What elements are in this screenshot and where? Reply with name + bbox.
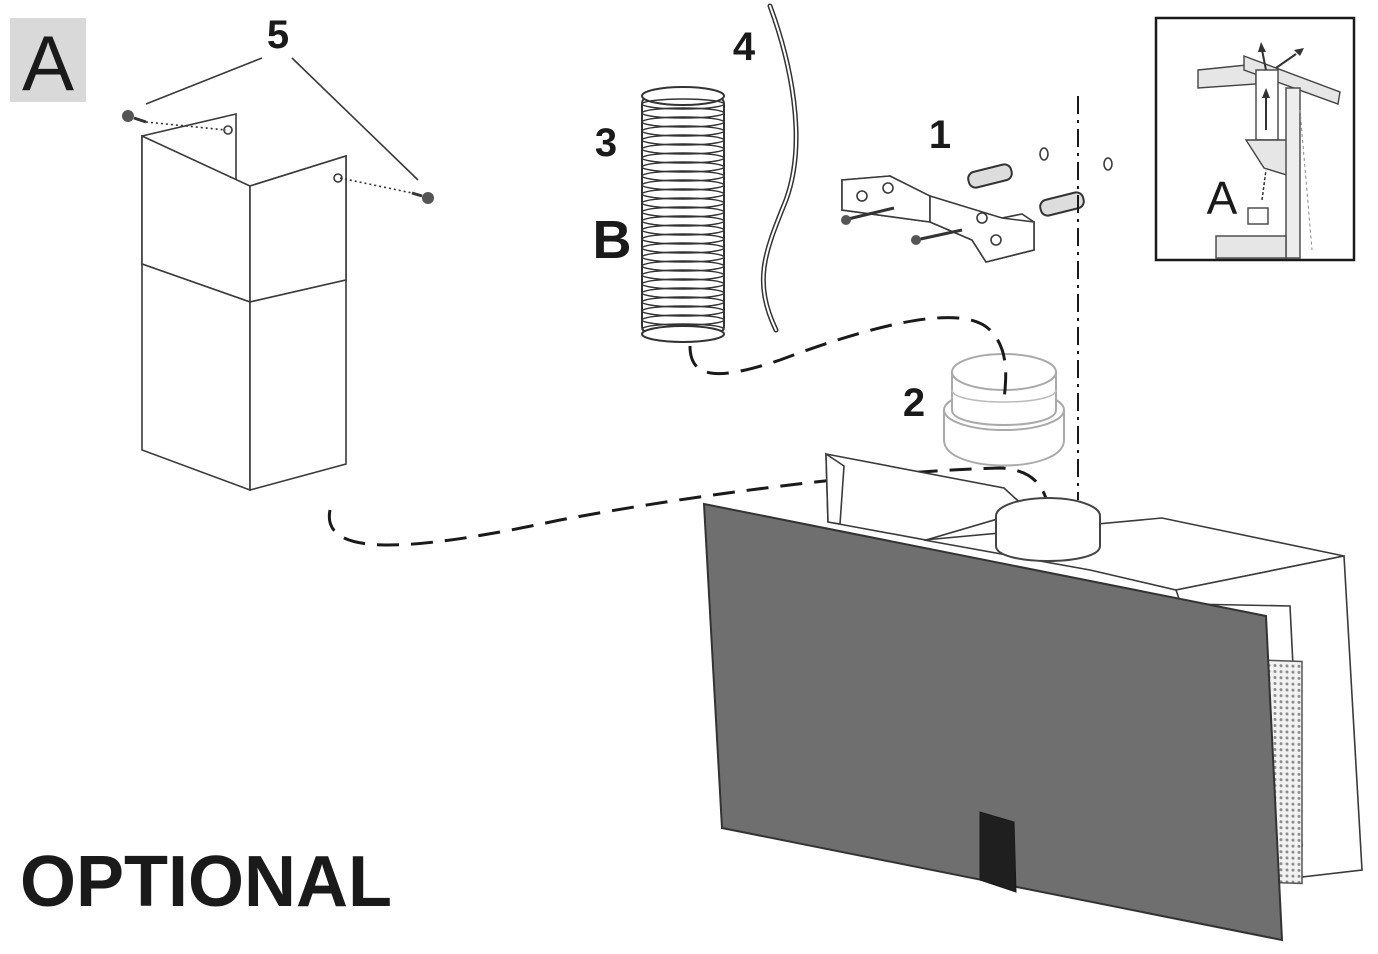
- hose-rib: [641, 233, 725, 245]
- hose-rib: [641, 287, 725, 299]
- inset-label: A: [1207, 172, 1238, 224]
- ducting-inset: A: [1154, 16, 1356, 262]
- flexible-hose: [641, 86, 725, 343]
- power-cable: [760, 3, 799, 333]
- cooker-hood: [702, 452, 1363, 942]
- hose-rib: [641, 188, 725, 200]
- screw-left-icon: [122, 110, 227, 131]
- hose-rib: [641, 125, 725, 137]
- section-badge: A: [10, 18, 86, 107]
- hose-rib: [641, 116, 725, 128]
- hose-rib: [641, 242, 725, 254]
- hose-rib: [641, 161, 725, 173]
- section-letter: A: [22, 19, 74, 107]
- part-label-4: 4: [733, 25, 756, 69]
- optional-caption: OPTIONAL: [20, 842, 392, 922]
- hose-rib: [641, 305, 725, 317]
- assembly-path-hose: [688, 316, 1008, 401]
- part-label-2: 2: [903, 381, 925, 425]
- wall-plug-icon: [967, 147, 1113, 217]
- hose-rib: [641, 197, 725, 209]
- hose-rib: [641, 206, 725, 218]
- hose-rib: [641, 152, 725, 164]
- part-label-5: 5: [267, 13, 289, 57]
- duct-adapter: [943, 353, 1065, 467]
- glass-front-panel: [702, 502, 1284, 942]
- hose-rib: [641, 278, 725, 290]
- hose-rib: [641, 251, 725, 263]
- control-cutout: [979, 811, 1017, 893]
- hose-rib: [641, 215, 725, 227]
- hose-rib: [641, 269, 725, 281]
- hose-letter-label: B: [593, 210, 632, 270]
- screw-right-icon: [339, 177, 434, 204]
- part-label-3: 3: [595, 121, 617, 165]
- leader-line-5a: [145, 57, 263, 105]
- leader-line-5b: [291, 57, 419, 181]
- hose-rib: [641, 170, 725, 182]
- chimney-cover: [141, 112, 347, 492]
- hose-rib: [641, 224, 725, 236]
- hose-rib: [641, 296, 725, 308]
- hose-rib: [641, 143, 725, 155]
- hose-rib: [641, 134, 725, 146]
- hose-rib: [641, 260, 725, 272]
- section-badge-background: [10, 18, 86, 102]
- wall-bracket: [841, 175, 1035, 263]
- hose-rib: [641, 107, 725, 119]
- hose-rib: [641, 179, 725, 191]
- hose-rib: [641, 98, 725, 110]
- assembly-path-chimney: [327, 466, 1052, 547]
- part-label-1: 1: [929, 113, 951, 157]
